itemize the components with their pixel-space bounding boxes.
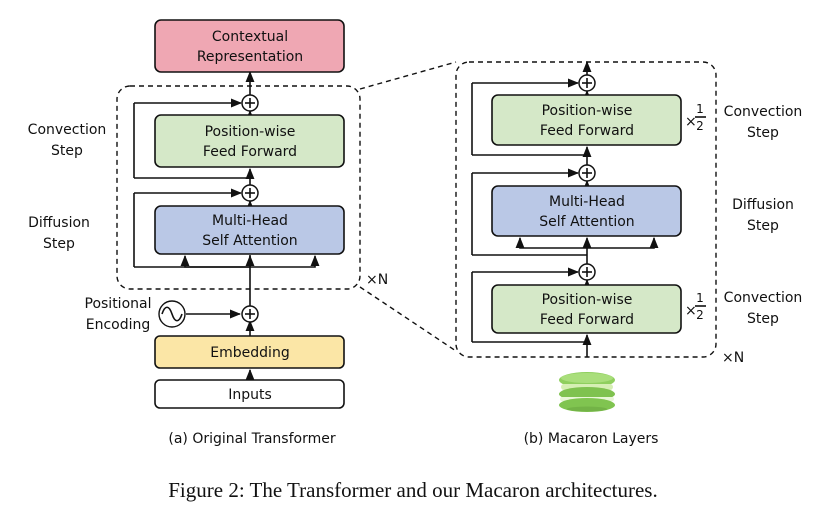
right-residual-add-bottom-icon — [578, 263, 596, 281]
left-ffn-label-1: Position-wise — [205, 124, 296, 140]
embedding-block — [154, 335, 345, 369]
right-bottom-ffn-label-2: Feed Forward — [540, 312, 634, 328]
right-bottom-ffn-label-1: Position-wise — [542, 292, 633, 308]
right-top-ffn-label-1: Position-wise — [542, 103, 633, 119]
right-diffusion-label-1: Diffusion — [732, 197, 794, 213]
right-top-ffn-block — [491, 94, 682, 146]
right-residual-add-mid-icon — [578, 164, 596, 182]
top-half-denominator: 2 — [696, 119, 704, 133]
contextual-representation-label-1: Contextual — [212, 29, 288, 45]
left-convection-label-1: Convection — [28, 122, 107, 138]
right-residual-add-top-icon — [578, 74, 596, 92]
embedding-label: Embedding — [210, 345, 289, 361]
right-top-ffn-label-2: Feed Forward — [540, 123, 634, 139]
left-residual-add-top-icon — [241, 94, 259, 112]
inputs-block — [154, 379, 345, 409]
macaron-layers-diagram: Position-wise Feed Forward Multi-Head Se… — [455, 60, 803, 447]
left-ffn-label-2: Feed Forward — [203, 144, 297, 160]
left-ffn-block — [154, 114, 345, 168]
left-residual-add-mid-icon — [241, 184, 259, 202]
right-convection-top-label-1: Convection — [724, 104, 803, 120]
right-convection-bottom-label-2: Step — [747, 311, 779, 327]
positional-add-icon — [241, 305, 259, 323]
top-half-scale: × 1 2 — [685, 102, 706, 133]
bottom-half-times: × — [685, 303, 697, 319]
top-half-numerator: 1 — [696, 102, 704, 116]
right-attention-label-2: Self Attention — [539, 214, 634, 230]
contextual-representation-block — [154, 19, 345, 73]
bottom-half-denominator: 2 — [696, 308, 704, 322]
left-diffusion-label-2: Step — [43, 236, 75, 252]
right-caption: (b) Macaron Layers — [524, 431, 659, 447]
inputs-label: Inputs — [228, 387, 272, 403]
right-attention-block — [491, 185, 682, 237]
right-diffusion-label-2: Step — [747, 218, 779, 234]
positional-encoding-label-1: Positional — [85, 296, 152, 312]
macaron-icon — [559, 372, 615, 412]
figure-caption: Figure 2: The Transformer and our Macaro… — [168, 478, 657, 502]
sine-wave-icon — [158, 300, 186, 328]
contextual-representation-label-2: Representation — [197, 49, 303, 65]
right-convection-top-label-2: Step — [747, 125, 779, 141]
right-bottom-ffn-block — [491, 284, 682, 334]
zoom-line-top — [359, 61, 457, 90]
top-half-times: × — [685, 114, 697, 130]
left-convection-label-2: Step — [51, 143, 83, 159]
left-diffusion-label-1: Diffusion — [28, 215, 90, 231]
original-transformer-diagram: Contextual Representation Position-wise … — [28, 19, 388, 447]
zoom-line-bottom — [359, 286, 457, 352]
bottom-half-numerator: 1 — [696, 291, 704, 305]
right-convection-bottom-label-1: Convection — [724, 290, 803, 306]
bottom-half-scale: × 1 2 — [685, 291, 706, 322]
right-repeat-label: ×N — [722, 350, 744, 366]
positional-encoding-label-2: Encoding — [86, 317, 151, 333]
left-repeat-label: ×N — [366, 272, 388, 288]
left-caption: (a) Original Transformer — [168, 431, 335, 447]
left-attention-label-2: Self Attention — [202, 233, 297, 249]
left-layer-container — [116, 85, 361, 290]
left-attention-block — [154, 205, 345, 255]
right-attention-label-1: Multi-Head — [549, 194, 625, 210]
left-attention-label-1: Multi-Head — [212, 213, 288, 229]
